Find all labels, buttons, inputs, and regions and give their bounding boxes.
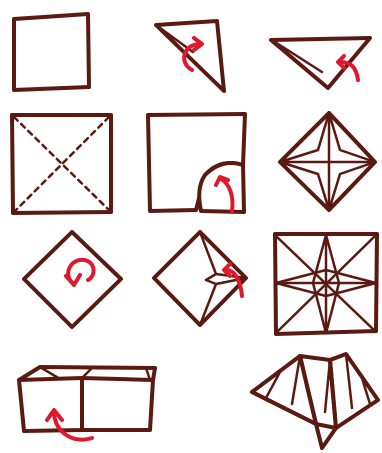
step-5-fold-corner-to-center-icon xyxy=(148,114,245,212)
step-8-fold-corners-again-icon xyxy=(154,232,246,325)
step-11-finished-fortune-teller-icon xyxy=(252,354,378,448)
step-4-diagonal-creases-icon xyxy=(12,115,111,213)
step-9-square-with-creases-icon xyxy=(275,234,377,334)
step-10-fold-in-half-icon xyxy=(19,367,155,440)
step-7-flip-diamond-icon xyxy=(24,232,121,327)
step-2-fold-triangle-icon xyxy=(156,21,224,91)
step-3-fold-small-triangle-icon xyxy=(271,38,370,88)
step-6-folded-diamond-icon xyxy=(280,113,375,210)
step-1-square-paper-icon xyxy=(14,14,89,90)
